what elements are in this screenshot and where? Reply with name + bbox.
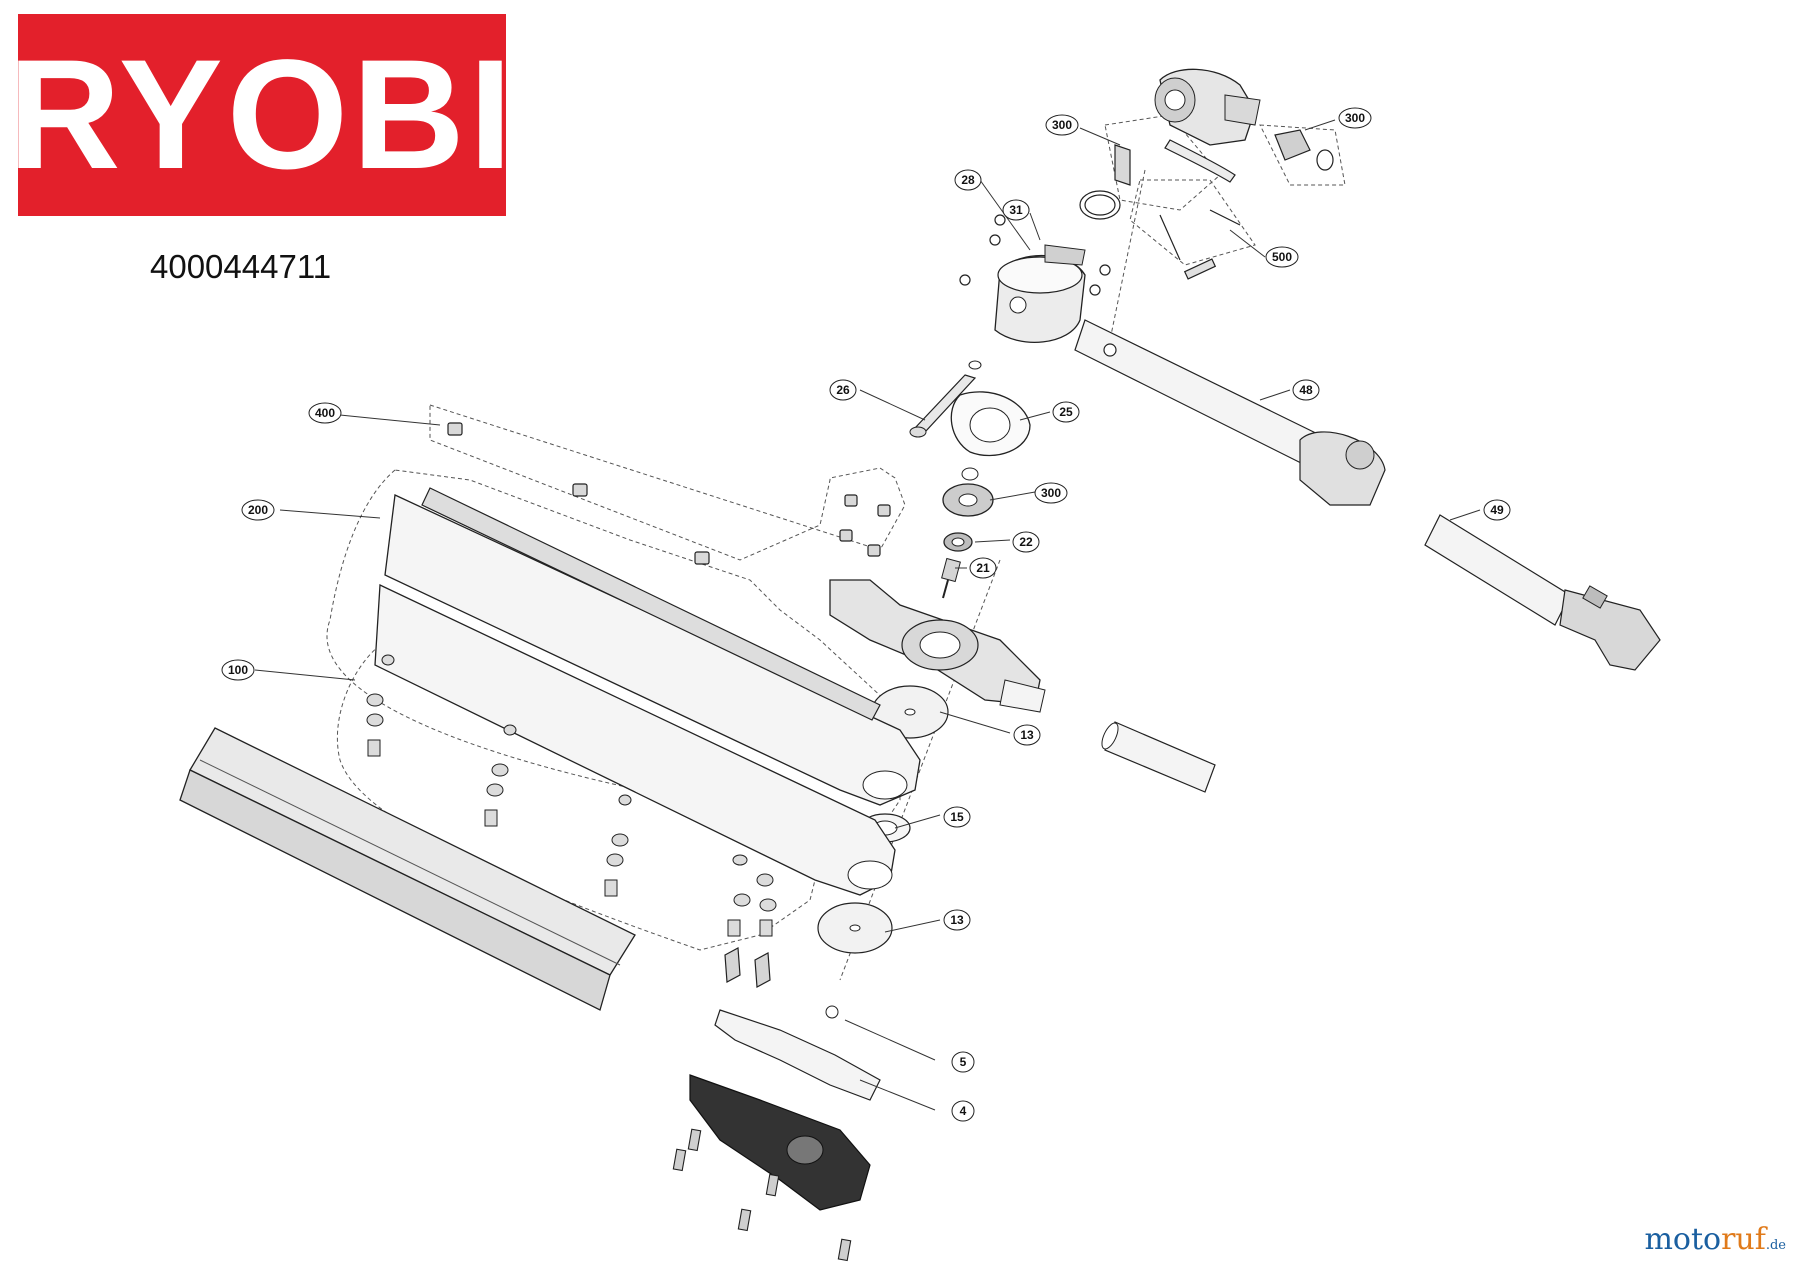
fasteners-100 [366,654,777,937]
svg-text:25: 25 [1059,405,1073,419]
outline-300-top [1104,114,1221,211]
svg-text:300: 300 [1345,111,1365,125]
callout-15: 15 [943,806,971,828]
lower-blade [374,584,896,896]
svg-text:13: 13 [950,913,964,927]
svg-text:28: 28 [961,173,975,187]
leader-lines [254,119,1481,1111]
base-plate-4 [689,1074,871,1211]
svg-text:21: 21 [976,561,990,575]
nuts-400 [447,422,891,565]
callout-49: 49 [1483,499,1511,521]
watermark-accent: ruf [1721,1222,1766,1257]
motor-housing [1154,68,1261,146]
callout-21: 21 [969,557,997,579]
svg-text:200: 200 [248,503,268,517]
ryobi-logo-text: RYOBI [7,28,517,202]
callout-200: 200 [241,499,275,521]
callout-5: 5 [951,1051,975,1073]
outline-400 [429,404,906,561]
callout-22: 22 [1012,531,1040,553]
callout-25: 25 [1052,401,1080,423]
svg-text:26: 26 [836,383,850,397]
spindle-26 [909,360,982,438]
callout-100: 100 [221,659,255,681]
callout-28: 28 [954,169,982,191]
shaft-49 [1424,514,1661,671]
gasket-25 [950,391,1031,457]
callout-4: 4 [951,1100,975,1122]
watermark-tld: .de [1765,1238,1786,1253]
svg-text:15: 15 [950,810,964,824]
ryobi-logo: RYOBI [8,14,512,216]
svg-text:300: 300 [1041,486,1061,500]
callouts: 400 200 100 300 28 31 300 500 26 25 48 3… [221,107,1511,1122]
gearbox-housing-lower [829,579,1046,713]
callout-300-c: 300 [1034,482,1068,504]
connector-tube [1101,721,1216,793]
small-parts-head [959,129,1334,357]
spacer-plate-5 [714,1005,881,1101]
callout-31: 31 [1002,199,1030,221]
upper-blade [384,487,921,806]
svg-text:500: 500 [1272,250,1292,264]
callout-13-a: 13 [1013,724,1041,746]
svg-text:31: 31 [1009,203,1023,217]
blade-clips [724,947,771,988]
svg-text:48: 48 [1299,383,1313,397]
callout-300-a: 300 [1045,114,1079,136]
bearing-22 [943,532,973,552]
washer-13-upper [871,685,949,739]
svg-text:22: 22 [1019,535,1033,549]
svg-text:300: 300 [1052,118,1072,132]
svg-text:100: 100 [228,663,248,677]
pinion-21 [941,557,961,599]
svg-text:4: 4 [960,1104,967,1118]
callout-500: 500 [1265,246,1299,268]
bevel-gear-300 [942,467,994,517]
outline-500 [1129,179,1256,266]
watermark-main: moto [1644,1222,1722,1257]
callout-48: 48 [1292,379,1320,401]
outline-axis [1109,169,1146,341]
gearbox-head-28 [994,244,1086,343]
callout-300-b: 300 [1338,107,1372,129]
callout-26: 26 [829,379,857,401]
svg-text:5: 5 [960,1055,967,1069]
callout-400: 400 [308,402,342,424]
washer-13-lower [817,902,893,954]
bottom-screws [672,1128,852,1262]
blade-guard [179,727,636,1011]
svg-text:13: 13 [1020,728,1034,742]
model-number: 4000444711 [150,248,332,285]
svg-text:49: 49 [1490,503,1504,517]
callout-13-b: 13 [943,909,971,931]
svg-text:400: 400 [315,406,335,420]
shaft-48 [1074,319,1386,506]
watermark: motoruf.de [1644,1222,1786,1257]
